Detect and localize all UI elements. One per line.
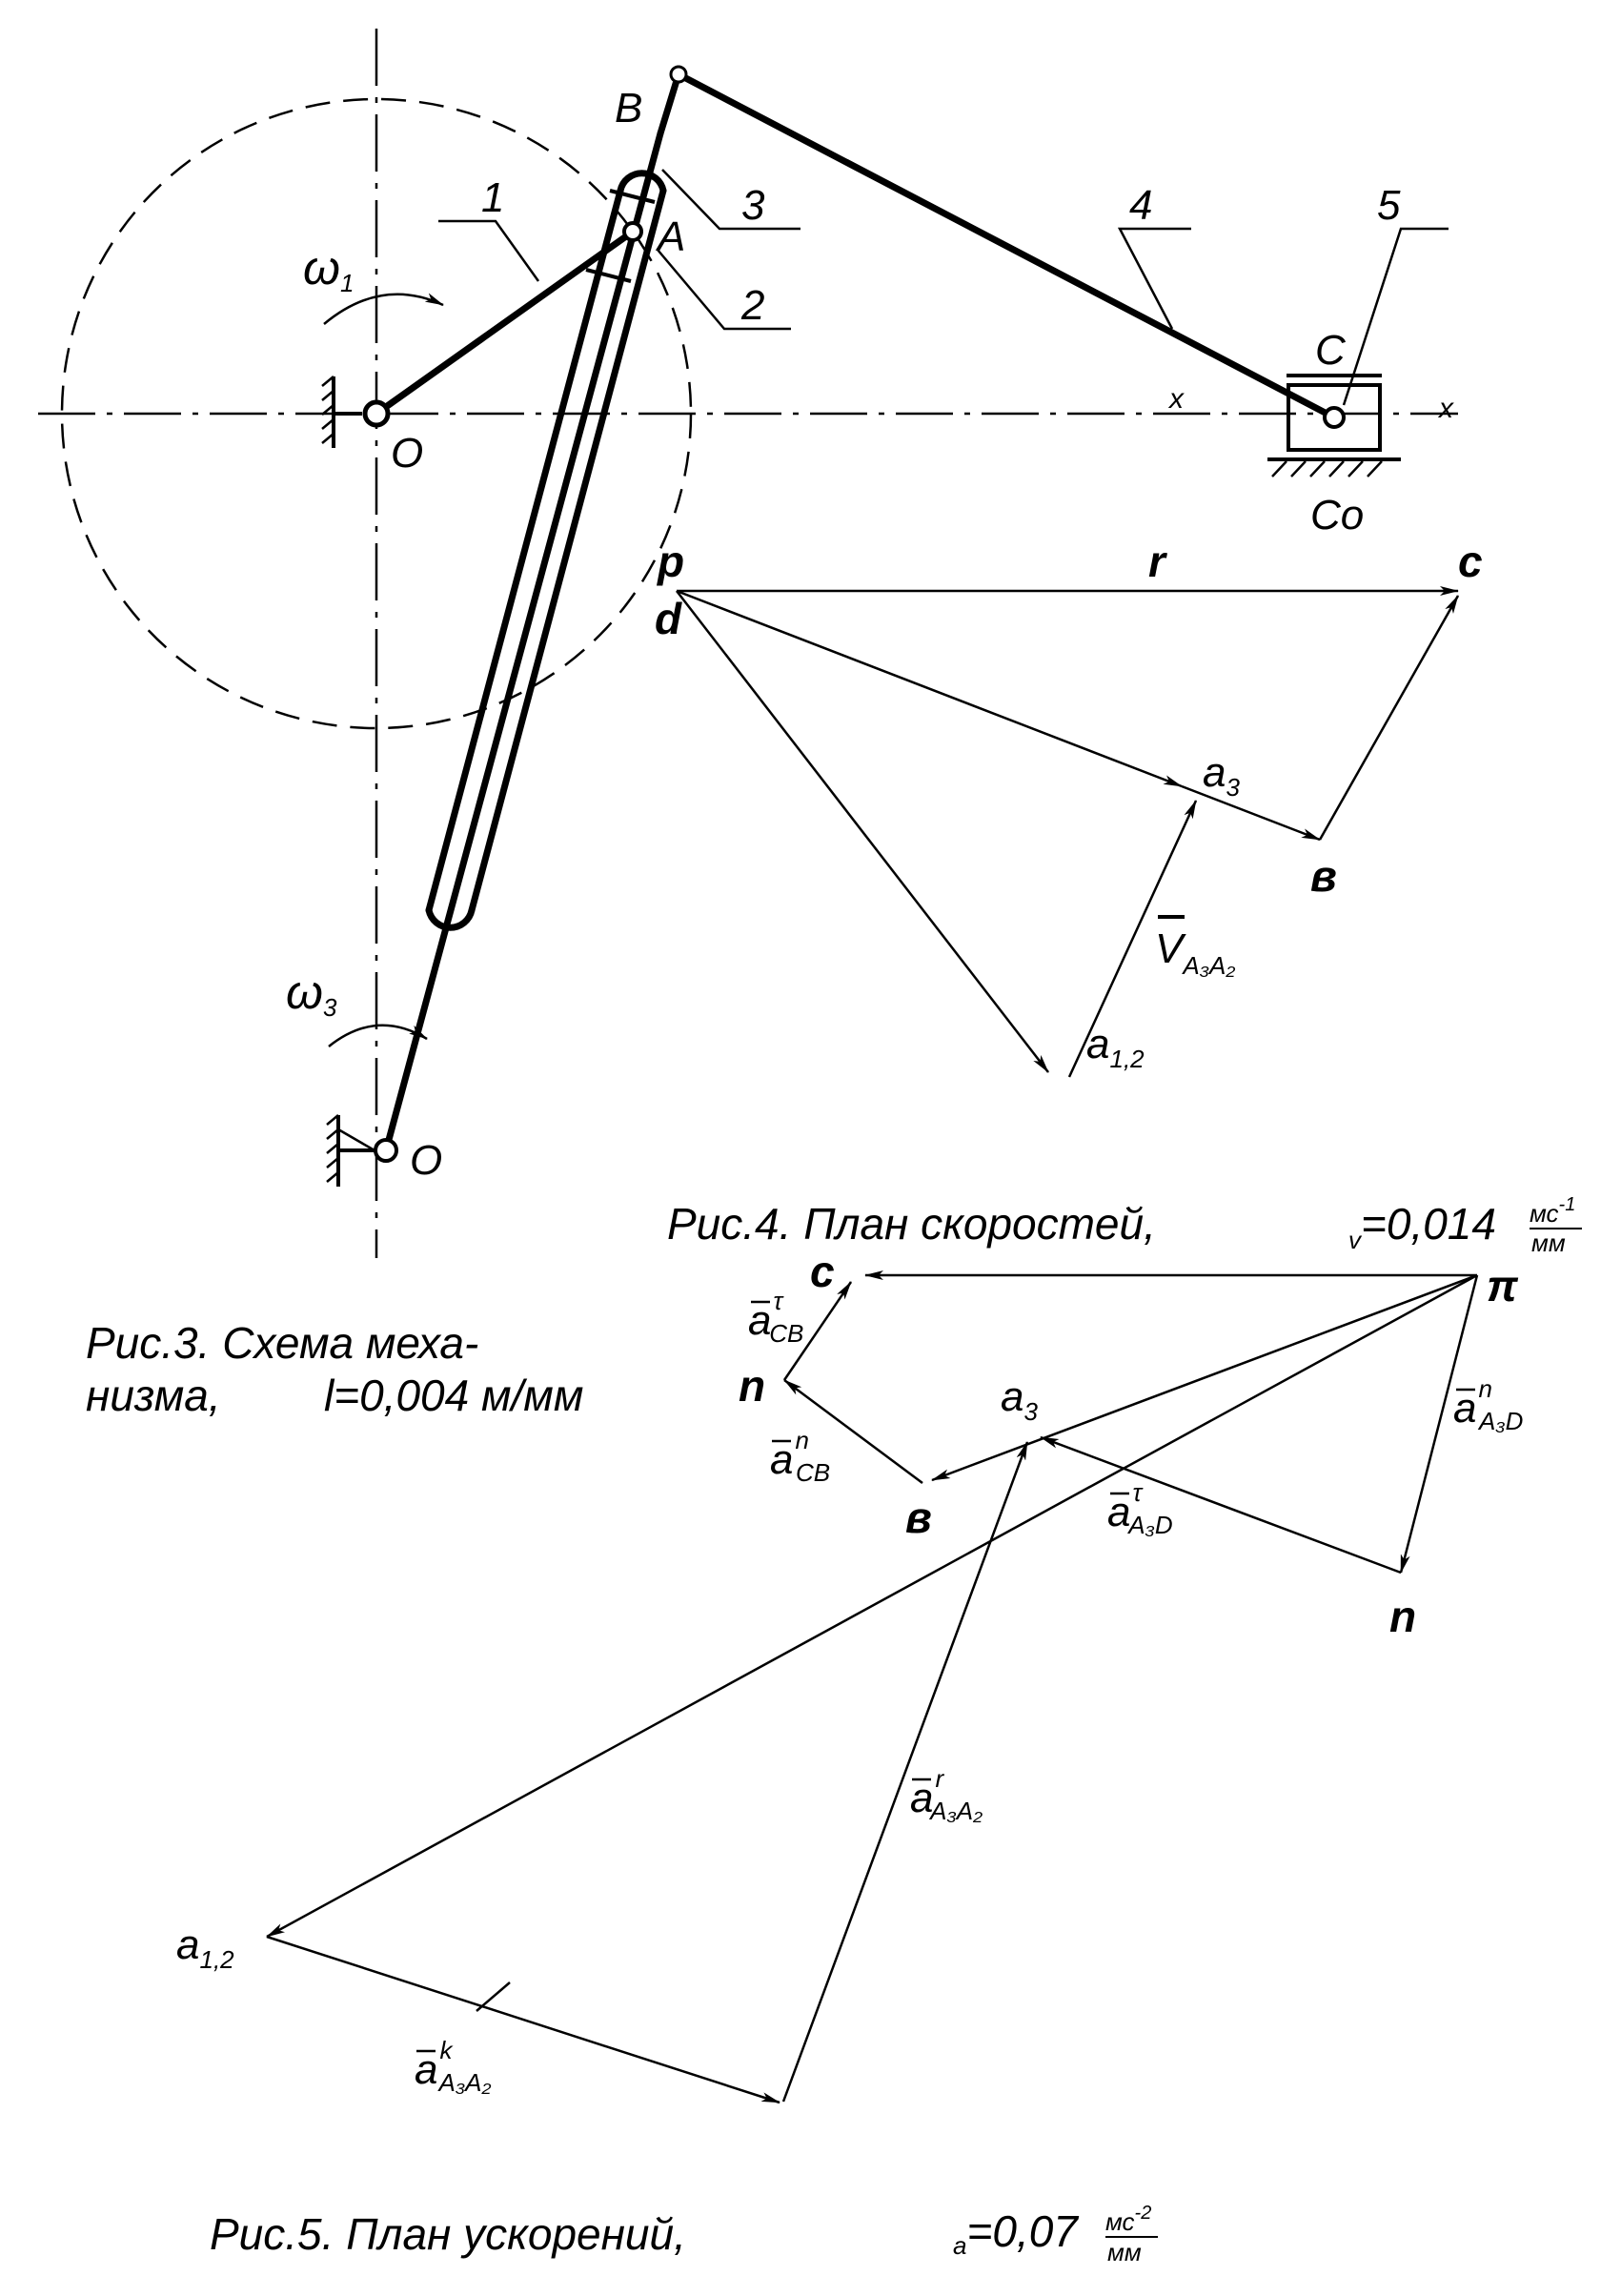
joint-o-bottom (374, 1138, 398, 1163)
vel-label-d: d (655, 594, 682, 643)
slider-ground-hatch (1271, 460, 1383, 477)
omega1-arrow-icon (323, 293, 444, 325)
vector-pi-n (1399, 1274, 1479, 1574)
link-number-leaders (438, 169, 1449, 406)
caption-fig3-line2: низма, (86, 1371, 221, 1420)
connecting-rod (675, 71, 1338, 421)
acc-label-n-left: n (739, 1361, 765, 1411)
caption-fig5-unit-num: мс-2 (1105, 2203, 1151, 2236)
caption-fig4: Рис.4. План скоростей, (667, 1199, 1156, 1249)
label-omega1: ω1 (303, 241, 354, 297)
caption-fig5-scale: a=0,07 (953, 2206, 1079, 2260)
vel-label-v-a3a2: VA₃A₂ (1155, 925, 1235, 980)
acc-label-pi: π (1487, 1261, 1519, 1311)
vector-pa12 (676, 590, 1049, 1073)
caption-fig3-line1: Рис.3. Схема меха- (86, 1318, 478, 1368)
vector-k-a3 (781, 1441, 1029, 2103)
acc-label-c: c (810, 1247, 835, 1296)
ak-leader (476, 1981, 511, 2012)
vector-pi-a12 (266, 1273, 1478, 1939)
vector-a3b (1181, 784, 1321, 842)
caption-fig4-unit-num: мс-1 (1530, 1194, 1575, 1228)
vel-label-c: c (1458, 537, 1483, 586)
joint-b (669, 65, 688, 84)
vel-label-a3: a3 (1203, 749, 1240, 802)
rocker-link (382, 130, 664, 1154)
label-link-1: 1 (481, 174, 504, 221)
omega3-arrow-icon (328, 1024, 428, 1047)
acc-label-b: в (905, 1493, 932, 1542)
ground-support-o-bottom (326, 1114, 375, 1187)
label-b: B (615, 85, 642, 132)
ground-support-o-top (321, 376, 362, 448)
rocker-extension (657, 71, 682, 137)
caption-fig5: Рис.5. План ускорений, (210, 2209, 686, 2259)
slider-stone (585, 189, 656, 283)
label-o-bottom: O (410, 1137, 442, 1184)
label-link-4: 4 (1129, 182, 1152, 229)
velocity-plan: p d r c a3 в a1,2 VA₃A₂ Рис.4. План скор… (655, 537, 1582, 1257)
caption-fig4-unit-den: мм (1531, 1229, 1566, 1257)
vector-bc (1318, 595, 1460, 841)
vel-label-r: r (1148, 537, 1167, 586)
label-link-3: 3 (741, 182, 765, 229)
crank-link (373, 228, 637, 417)
label-omega3: ω3 (286, 965, 337, 1022)
label-x-left: x (1167, 383, 1185, 415)
label-link-5: 5 (1377, 182, 1401, 229)
label-co: Co (1310, 492, 1364, 538)
vector-n-c (782, 1281, 853, 1381)
vector-b-n (783, 1378, 923, 1485)
caption-fig5-unit-den: мм (1107, 2238, 1142, 2266)
vel-label-b: в (1310, 851, 1337, 901)
joint-a (622, 221, 643, 242)
joint-c (1323, 406, 1346, 429)
vector-pa3 (676, 589, 1183, 788)
label-x-right: x (1437, 393, 1454, 424)
rocker-slot (425, 170, 667, 931)
mechanism-scheme: B A O O C Co x x 1 2 3 4 5 ω1 ω3 Рис.3. … (38, 29, 1458, 1420)
caption-fig3-scale: l=0,004 м/мм (324, 1371, 583, 1420)
vel-label-a12: a1,2 (1086, 1021, 1145, 1073)
acc-label-n-right: n (1389, 1592, 1416, 1641)
label-link-2: 2 (740, 282, 764, 329)
label-o-top: O (391, 430, 423, 477)
label-a: A (655, 213, 685, 260)
vel-label-p: p (656, 537, 684, 586)
vector-n-a3 (1040, 1435, 1402, 1575)
slider-c (1287, 383, 1382, 452)
caption-fig4-scale: v=0,014 (1348, 1199, 1496, 1254)
vector-a12-k (266, 1935, 780, 2104)
vector-v-a3a2 (1067, 800, 1198, 1078)
acc-label-a3: a3 (1001, 1373, 1038, 1426)
acc-label-a12: a1,2 (176, 1921, 234, 1974)
label-c-joint: C (1315, 327, 1347, 374)
joint-o-top (362, 399, 391, 428)
